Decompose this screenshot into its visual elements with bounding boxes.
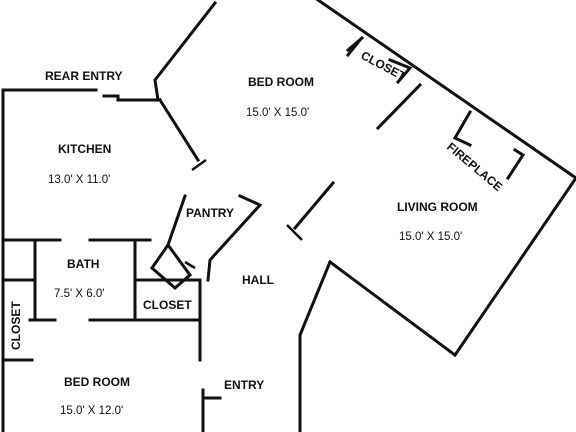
closet-top-box [345,35,413,85]
bath-name: BATH [67,257,99,271]
wall-hall-right [298,260,332,432]
fireplace-label: FIREPLACE [444,140,505,194]
rear-entry-label: REAR ENTRY [45,69,123,83]
wall-hall-partition [292,180,336,231]
pantry-name: PANTRY [186,206,234,220]
bath-size: 7.5' X 6.0' [54,288,104,300]
wall-entry [201,388,222,432]
closet-left-label: CLOSET [9,301,23,350]
wall-pantry-left [166,194,187,247]
pantry-shelf [149,242,193,290]
hall-name: HALL [242,273,274,287]
bedroom-top-name: BED ROOM [248,75,314,89]
wall-closet-mid [133,278,202,362]
bedroom-bottom-size: 15.0' X 12.0' [60,405,123,417]
bedroom-bottom-name: BED ROOM [64,375,130,389]
wall-kitchen-diagonal [157,97,201,163]
wall-bedroom-top-left [153,0,218,102]
wall-pantry-right [206,194,263,282]
kitchen-name: KITCHEN [58,142,111,156]
pantry-door [184,260,196,270]
wall-rear-entry-right [102,94,162,102]
door-tick-kitchen [191,158,207,172]
wall-bedroom-top-right [315,0,576,180]
wall-living-right [452,175,576,358]
wall-living-bottom [327,259,458,358]
living-room-size: 15.0' X 15.0' [399,231,462,243]
closet-mid-label: CLOSET [143,298,192,312]
door-tick-hall [286,224,303,241]
living-room-name: LIVING ROOM [397,200,478,214]
kitchen-size: 13.0' X 11.0' [48,174,110,186]
wall-closet-left [1,278,34,362]
bedroom-top-size: 15.0' X 15.0' [246,107,309,119]
fireplace-box [452,109,526,181]
wall-bedroom-living [375,82,423,131]
entry-label: ENTRY [224,378,264,392]
